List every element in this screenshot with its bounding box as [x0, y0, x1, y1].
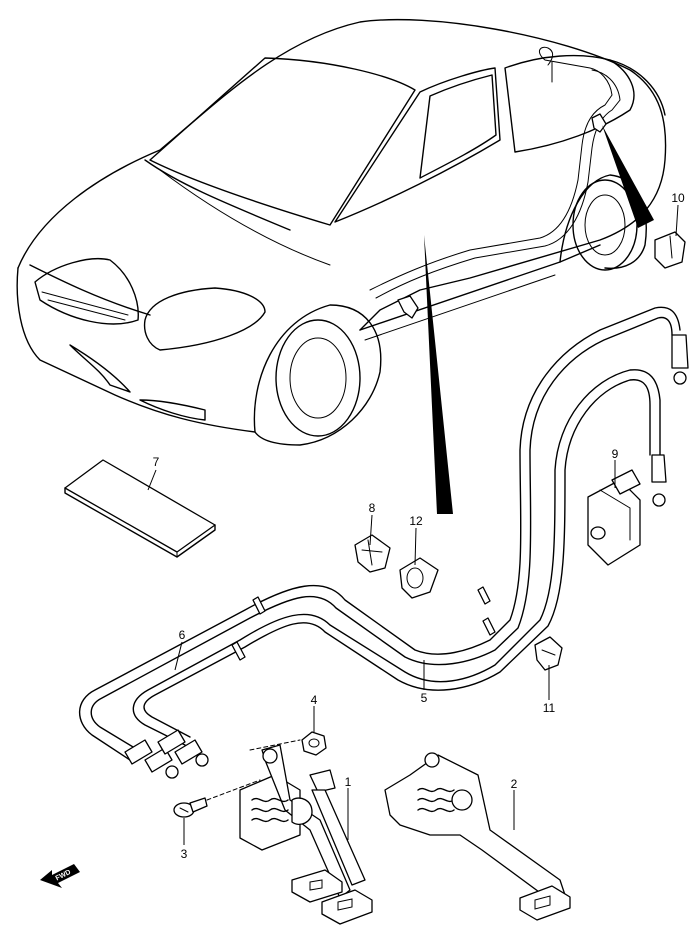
forward-arrow-icon: FWD [40, 864, 80, 888]
callout-labels: 7 8 12 9 10 6 5 11 4 3 1 2 [153, 191, 685, 861]
part-1-lever-assembly [239, 744, 373, 925]
callout-8: 8 [369, 501, 376, 515]
part-9-bracket [587, 469, 641, 566]
callout-2: 2 [511, 777, 518, 791]
callout-5: 5 [421, 691, 428, 705]
callout-10: 10 [671, 191, 685, 205]
callout-6: 6 [179, 628, 186, 642]
part-11-clip [534, 636, 563, 671]
car-body-illustration [16, 18, 667, 446]
part-3-screw [173, 797, 208, 818]
part-7-pad [64, 459, 216, 558]
part-8-clip [354, 534, 391, 573]
callout-11: 11 [543, 701, 556, 715]
callout-leaders [147, 204, 679, 845]
callout-1: 1 [345, 775, 352, 789]
callout-12: 12 [409, 514, 423, 528]
fwd-label: FWD [55, 869, 72, 882]
part-2-lever-assembly [384, 752, 571, 921]
leader-wedge-10 [602, 125, 654, 228]
part-10-clip [654, 231, 686, 269]
cable-assemblies [78, 306, 689, 779]
callout-7: 7 [153, 455, 160, 469]
callout-9: 9 [612, 447, 619, 461]
car-cable-routing [369, 46, 621, 319]
callout-3: 3 [181, 847, 188, 861]
part-4-nut [301, 731, 327, 756]
callout-4: 4 [311, 693, 318, 707]
part-12-clip [399, 557, 439, 599]
leader-wedge-12 [424, 235, 453, 514]
